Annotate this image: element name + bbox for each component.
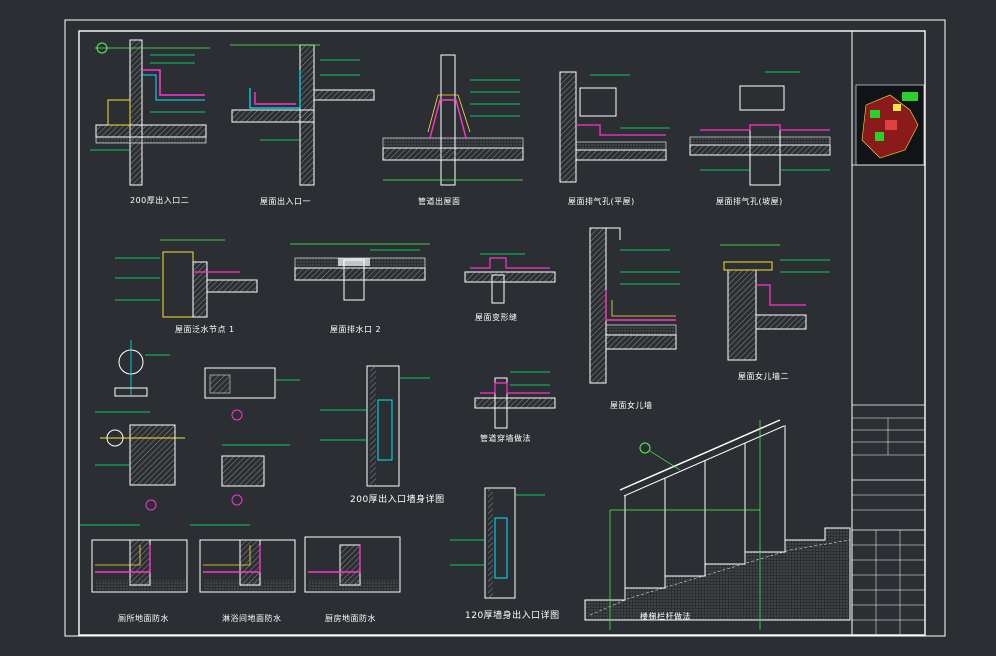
- caption-detail-16: 淋浴间地面防水: [222, 614, 282, 623]
- detail-2: [230, 44, 375, 186]
- detail-3: [382, 54, 524, 186]
- caption-detail-17: 厨房地面防水: [325, 614, 376, 623]
- detail-10: [720, 244, 830, 361]
- caption-detail-2: 屋面出入口一: [260, 197, 311, 206]
- detail-17: [304, 536, 401, 593]
- detail-11: [95, 411, 185, 511]
- detail-15: [80, 524, 188, 593]
- outer-frame: [64, 19, 946, 637]
- caption-detail-9: 屋面女儿墙: [610, 401, 653, 410]
- detail-13: [320, 365, 430, 487]
- caption-detail-10: 屋面女儿墙二: [738, 372, 789, 381]
- detail-12: [204, 367, 300, 506]
- detail-18: [450, 487, 545, 599]
- detail-9: [589, 227, 680, 384]
- caption-detail-3: 管道出屋面: [418, 197, 461, 206]
- inner-frame: [78, 30, 926, 636]
- detail-7: [290, 243, 430, 301]
- caption-detail-15: 厕所地面防水: [118, 614, 169, 623]
- detail-4: [559, 71, 670, 183]
- caption-detail-5: 屋面排气孔(坡屋): [716, 197, 783, 206]
- caption-detail-7: 屋面排水口 2: [330, 325, 382, 334]
- detail-5: [689, 71, 831, 186]
- caption-detail-4: 屋面排气孔(平屋): [568, 197, 635, 206]
- detail-14: [474, 371, 556, 429]
- caption-detail-1: 200厚出入口二: [130, 196, 190, 205]
- detail-19-stair: [584, 419, 851, 630]
- caption-detail-19: 楼梯栏杆做法: [640, 612, 691, 621]
- caption-detail-14: 管道穿墙做法: [480, 434, 531, 443]
- detail-16: [190, 524, 296, 593]
- caption-detail-8: 屋面变形缝: [475, 313, 518, 322]
- caption-detail-13: 200厚出入口墙身详图: [350, 495, 445, 505]
- detail-8: [464, 253, 556, 304]
- caption-detail-6: 屋面泛水节点 1: [175, 325, 235, 334]
- detail-6: [115, 239, 258, 318]
- title-block: [852, 84, 925, 635]
- detail-11-symbol: [114, 340, 170, 397]
- detail-1: [90, 39, 210, 186]
- caption-detail-18: 120厚墙身出入口详图: [465, 611, 560, 621]
